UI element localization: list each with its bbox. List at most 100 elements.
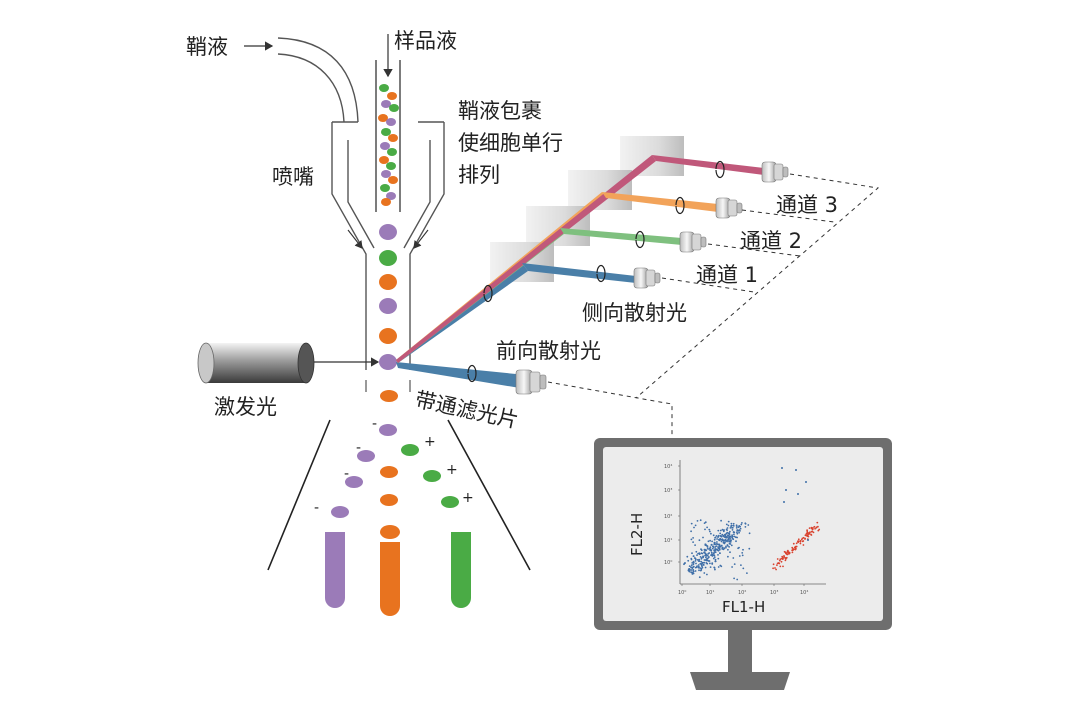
label-hydro-2: 使细胞单行 [458, 131, 563, 155]
scatter-point-red [781, 555, 784, 558]
detector-ch3 [715, 197, 743, 219]
scatter-point-blue [688, 565, 691, 567]
y-tick-label: 10¹ [664, 538, 672, 544]
scatter-point-blue [713, 554, 716, 557]
scatter-point-blue [740, 523, 743, 526]
scatter-point-red [818, 528, 821, 531]
scatter-point-blue [701, 565, 703, 568]
stream-exit [365, 380, 411, 392]
x-tick-label: 10² [738, 590, 746, 596]
scatter-point-blue [705, 556, 707, 559]
scatter-point-blue [698, 539, 701, 542]
scatter-point-blue [717, 554, 719, 556]
scatter-point-blue [732, 557, 735, 559]
scatter-point-blue [706, 573, 708, 576]
y-tick-label: 10² [664, 514, 672, 520]
droplet [379, 424, 397, 436]
scatter-point-blue [728, 546, 730, 548]
label-nozzle: 喷嘴 [272, 165, 314, 189]
droplet [401, 444, 419, 456]
scatter-point-red [783, 555, 785, 557]
scatter-point-blue [692, 572, 695, 575]
scatter-point-red [792, 548, 795, 551]
scatter-point-blue [688, 569, 690, 572]
scatter-point-red [801, 537, 804, 540]
scatter-point-blue [704, 521, 707, 524]
charge-plus: + [424, 434, 436, 450]
scatter-point-blue [729, 527, 732, 529]
charge-minus: - [372, 416, 377, 432]
droplet [380, 494, 398, 506]
scatter-point-blue [700, 567, 703, 570]
scatter-point-blue [723, 529, 725, 531]
scatter-point-blue [720, 540, 723, 543]
label-sample: 样品液 [394, 29, 457, 53]
scatter-point-blue [726, 527, 729, 529]
scatter-point-blue [728, 542, 731, 545]
cell [379, 156, 389, 164]
scatter-point-blue [718, 544, 721, 547]
scatter-point-blue [717, 566, 720, 568]
scatter-point-blue [719, 529, 722, 532]
scatter-point-red [813, 525, 816, 528]
tube-green [451, 532, 471, 608]
scatter-point-blue [748, 532, 751, 535]
detector-ch2 [679, 231, 707, 253]
scatter-point-red [808, 527, 811, 529]
scatter-point-blue [690, 557, 693, 560]
scatter-point-blue [720, 565, 723, 568]
scatter-point-blue [698, 569, 700, 572]
scatter-point-blue [733, 535, 736, 538]
label-hydro-3: 排列 [458, 163, 500, 187]
scatter-point-red [808, 532, 810, 534]
scatter-point-red [806, 529, 808, 532]
monitor-neck [728, 630, 752, 672]
scatter-point-blue [686, 555, 689, 558]
scatter-point-blue [807, 539, 809, 541]
scatter-point-red [807, 533, 810, 536]
cell [381, 128, 391, 136]
scatter-point-blue [735, 527, 738, 529]
scatter-point-blue [694, 566, 697, 569]
charge-plus: + [446, 462, 458, 478]
scatter-point-blue [704, 543, 707, 546]
scatter-point-blue [744, 526, 747, 528]
sample-capillary [375, 60, 401, 212]
scatter-point-blue [728, 540, 730, 543]
scatter-point-blue [696, 565, 698, 567]
scatter-point-red [805, 533, 808, 535]
cell [386, 192, 396, 200]
scatter-point-blue [721, 547, 724, 549]
scatter-point-blue [707, 556, 710, 559]
scatter-point-blue [720, 519, 722, 522]
scatter-point-red [802, 544, 805, 546]
scatter-point-blue [714, 548, 716, 550]
scatter-point-blue [726, 531, 729, 534]
scatter-point-blue [717, 546, 719, 548]
y-tick-label: 10⁰ [664, 560, 672, 566]
scatter-point-blue [737, 547, 739, 550]
tube-purple [325, 532, 345, 608]
scatter-point-blue [709, 566, 712, 568]
scatter-point-blue [727, 538, 730, 541]
scatter-point-red [783, 550, 786, 553]
scatter-point-red [776, 562, 779, 565]
cell [379, 250, 397, 266]
scatter-point-blue [704, 528, 706, 531]
scatter-point-red [811, 527, 813, 529]
scatter-point-blue [731, 526, 734, 529]
scatter-point-blue [706, 554, 709, 557]
scatter-point-red [812, 531, 815, 534]
scatter-point-blue [696, 559, 699, 561]
scatter-point-red [796, 540, 799, 543]
scatter-point-blue [692, 555, 695, 557]
cell [379, 354, 397, 370]
scatter-point-blue [690, 522, 693, 525]
scatter-point-red [814, 527, 816, 530]
scatter-point-blue [706, 557, 709, 560]
scatter-point-blue [741, 554, 744, 557]
scatter-point-blue [697, 552, 699, 555]
scatter-point-blue [721, 539, 724, 542]
x-tick-label: 10⁴ [800, 590, 808, 596]
